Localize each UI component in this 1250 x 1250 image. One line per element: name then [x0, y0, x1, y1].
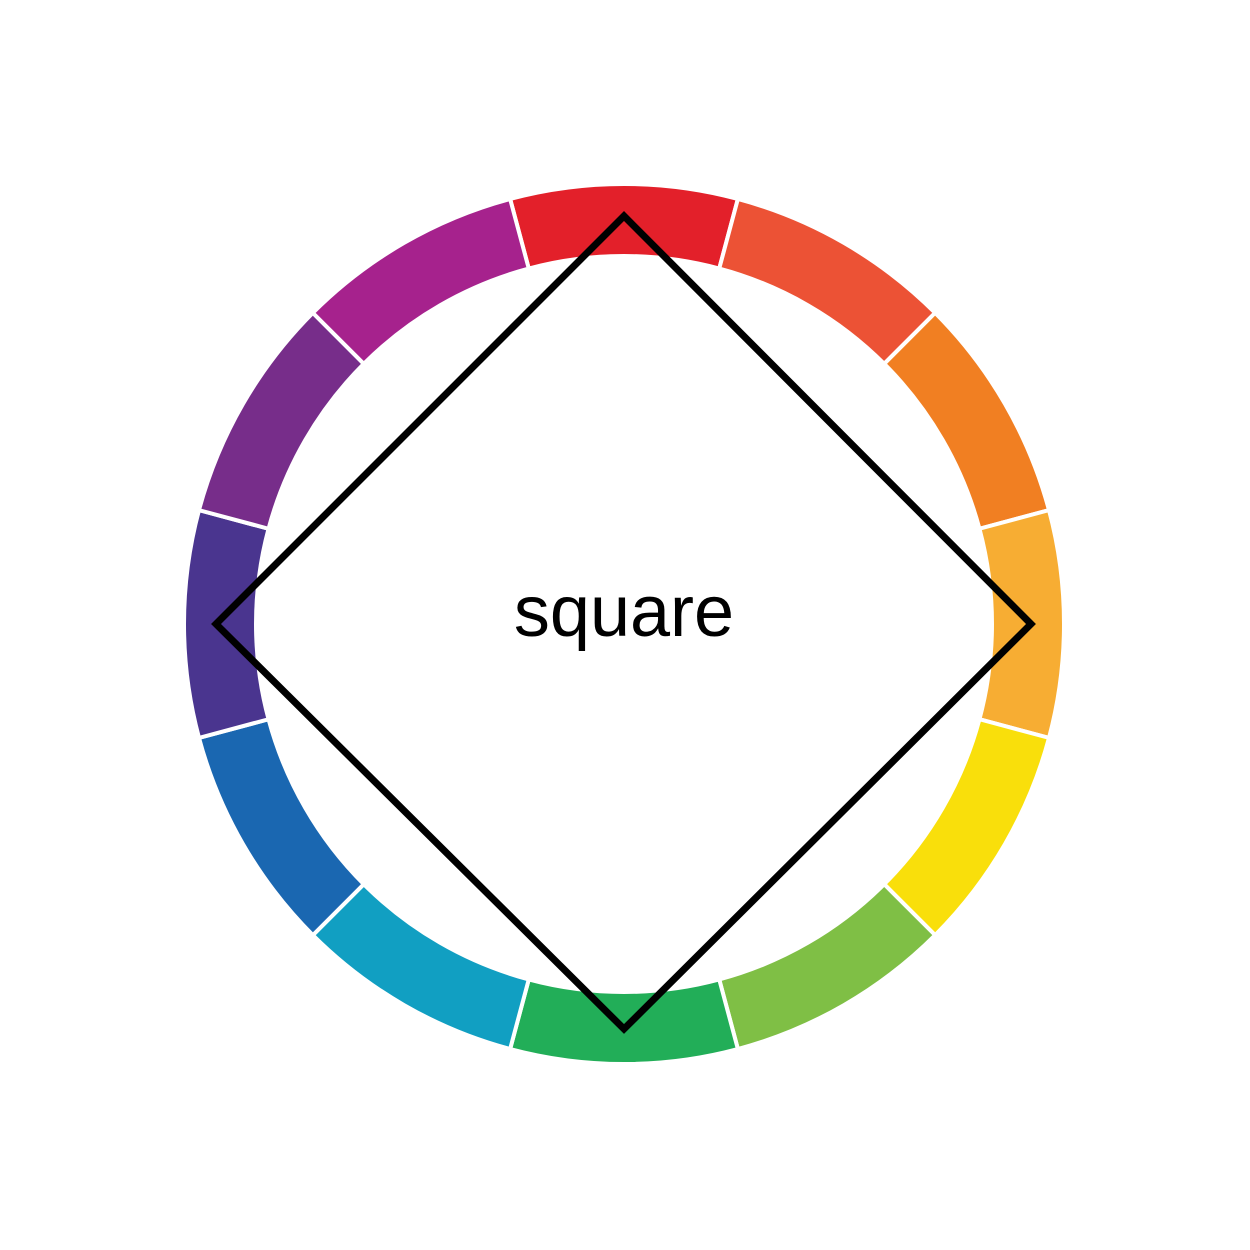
wheel-segment-green [507, 977, 741, 1067]
wheel-segment-red-violet [310, 196, 532, 367]
wheel-segment-yellow-orange [977, 507, 1067, 741]
scheme-label: square [514, 572, 734, 652]
wheel-segment-orange [881, 310, 1052, 532]
wheel-segment-blue-green [310, 881, 532, 1052]
wheel-segment-blue [196, 716, 367, 938]
color-wheel-ring [182, 182, 1067, 1067]
wheel-segment-blue-violet [182, 507, 271, 741]
wheel-segment-yellow-green [716, 881, 938, 1052]
wheel-segment-yellow [881, 716, 1052, 938]
square-scheme-outline [211, 211, 1036, 1034]
wheel-segment-red [507, 182, 741, 271]
